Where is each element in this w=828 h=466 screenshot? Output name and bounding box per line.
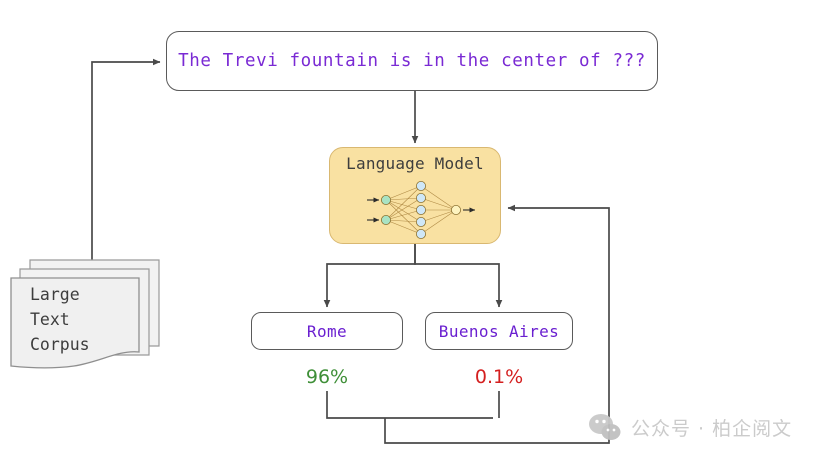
network-input-node — [381, 194, 392, 205]
prompt-box: The Trevi fountain is in the center of ?… — [166, 31, 658, 91]
watermark-text: 公众号 · 柏企阅文 — [631, 417, 793, 440]
network-input-node — [381, 215, 392, 226]
corpus-sheet-front — [10, 277, 140, 369]
answer-box-buenos-aires[interactable]: Buenos Aires — [425, 312, 573, 350]
answer-label-buenos-aires: Buenos Aires — [438, 321, 560, 341]
edge-feedback-rome — [326, 391, 493, 419]
network-output-node — [451, 204, 462, 215]
watermark: 公众号 · 柏企阅文 — [588, 412, 792, 442]
neural-network-icon — [367, 181, 476, 240]
network-hidden-node — [416, 217, 427, 228]
wechat-icon — [589, 414, 621, 440]
edge-corpus-to-prompt — [91, 58, 161, 266]
edge-model-to-rome — [323, 244, 416, 308]
document-stack-icon — [10, 259, 160, 369]
language-model-label: Language Model — [346, 154, 484, 173]
probability-buenos-aires: 0.1% — [474, 366, 524, 388]
language-model-box: Language Model — [329, 147, 501, 244]
answer-box-rome[interactable]: Rome — [251, 312, 403, 350]
edge-model-to-buenos-aires — [414, 244, 503, 308]
corpus-label: Large Text Corpus — [30, 285, 90, 354]
network-hidden-node — [416, 204, 427, 215]
probability-rome: 96% — [305, 366, 349, 388]
large-text-corpus: Large Text Corpus — [8, 258, 168, 370]
answer-label-rome: Rome — [306, 321, 348, 341]
prompt-text: The Trevi fountain is in the center of ?… — [178, 51, 646, 71]
network-hidden-node — [416, 229, 427, 240]
network-hidden-node — [416, 192, 427, 203]
network-hidden-node — [416, 181, 427, 191]
